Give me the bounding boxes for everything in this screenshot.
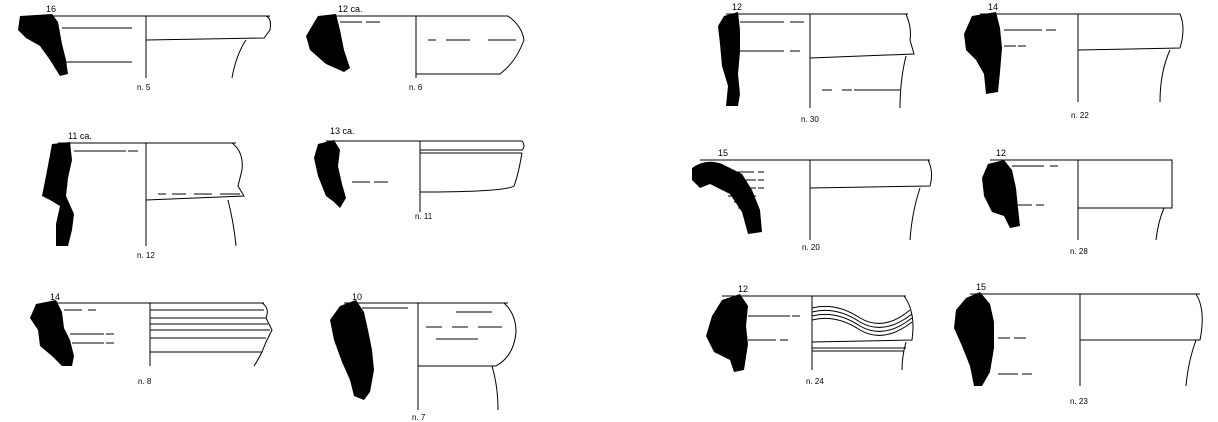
diameter-label: 11 ca.	[68, 131, 92, 141]
diameter-label: 14	[988, 2, 998, 12]
diameter-label: 14	[50, 292, 60, 302]
diameter-label: 12	[738, 284, 748, 294]
sherd-caption: n. 24	[806, 377, 824, 386]
sherd-drawing-n28: 12 n. 28	[982, 148, 1173, 256]
diameter-label: 13 ca.	[330, 126, 355, 136]
sherd-drawing-n12: 11 ca. n. 12	[42, 131, 245, 260]
sherd-drawing-n5: 16 n. 5	[18, 4, 271, 92]
sherd-caption: n. 22	[1071, 111, 1089, 120]
diameter-label: 12	[732, 2, 742, 12]
sherd-drawing-n30: 12 n. 30	[718, 2, 915, 124]
sherd-drawing-n6: 12 ca. n. 6	[306, 4, 525, 92]
diameter-label: 10	[352, 292, 362, 302]
sherd-drawing-n7: 10 n. 7	[330, 292, 517, 422]
diameter-label: 16	[46, 4, 56, 14]
sherd-caption: n. 23	[1070, 397, 1088, 406]
sherd-caption: n. 7	[412, 413, 426, 422]
diameter-label: 15	[718, 148, 728, 158]
sherd-caption: n. 6	[409, 83, 423, 92]
diameter-label: 12 ca.	[338, 4, 363, 14]
sherd-caption: n. 28	[1070, 247, 1088, 256]
sherd-drawing-n24: 12 n. 24	[706, 284, 914, 386]
sherd-drawing-n11: 13 ca. n. 11	[314, 126, 525, 221]
diameter-label: 15	[976, 282, 986, 292]
diameter-label: 12	[996, 148, 1006, 158]
sherd-caption: n. 12	[137, 251, 155, 260]
sherd-caption: n. 30	[801, 115, 819, 124]
sherd-caption: n. 20	[802, 243, 820, 252]
sherd-caption: n. 11	[415, 212, 433, 221]
sherd-caption: n. 8	[138, 377, 152, 386]
sherd-drawing-n20: 15 n. 20	[692, 148, 933, 252]
sherd-drawing-n23: 15 n. 23	[954, 282, 1203, 406]
sherd-drawing-n22: 14 n. 22	[964, 2, 1184, 120]
sherd-drawing-n8: 14 n. 8	[30, 292, 273, 386]
sherd-caption: n. 5	[137, 83, 151, 92]
